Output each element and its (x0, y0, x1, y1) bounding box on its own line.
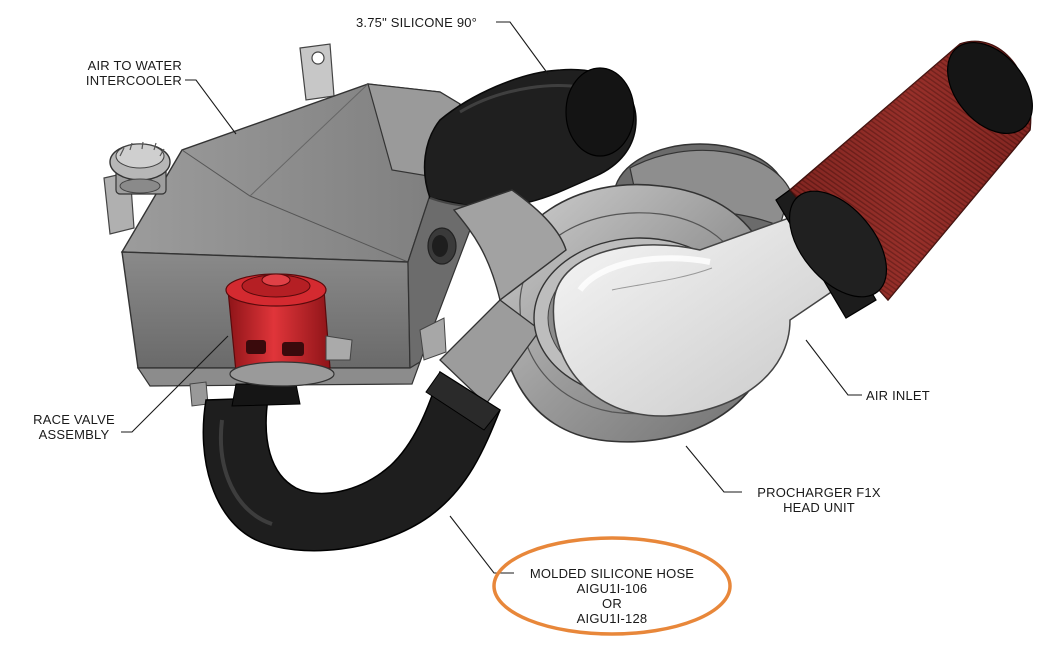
label-procharger: PROCHARGER F1X HEAD UNIT (744, 485, 894, 515)
air-filter (788, 40, 1033, 302)
label-procharger-line1: PROCHARGER F1X (757, 485, 881, 500)
label-procharger-line2: HEAD UNIT (783, 500, 855, 515)
label-race-valve-line1: RACE VALVE (33, 412, 115, 427)
label-silicone-90: 3.75" SILICONE 90° (356, 15, 478, 30)
intercooler (103, 43, 471, 407)
leader-lines (121, 21, 862, 574)
label-molded-hose: MOLDED SILICONE HOSE AIGU1I-106 OR AIGU1… (512, 566, 712, 626)
silicone-90-hose (423, 67, 637, 209)
highlight-ellipse (492, 536, 732, 636)
molded-silicone-hose (202, 370, 501, 552)
race-valve (225, 273, 353, 387)
label-intercooler-line1: AIR TO WATER (87, 58, 182, 73)
label-molded-hose-line1: MOLDED SILICONE HOSE (529, 566, 695, 581)
label-intercooler: AIR TO WATER INTERCOOLER (66, 58, 182, 88)
label-molded-hose-or: OR (602, 596, 622, 611)
label-intercooler-line2: INTERCOOLER (85, 73, 182, 88)
label-race-valve: RACE VALVE ASSEMBLY (26, 412, 122, 442)
label-molded-hose-part2: AIGU1I-128 (576, 611, 648, 626)
label-air-inlet: AIR INLET (866, 388, 930, 403)
label-molded-hose-part1: AIGU1I-106 (576, 581, 648, 596)
label-race-valve-line2: ASSEMBLY (38, 427, 110, 442)
